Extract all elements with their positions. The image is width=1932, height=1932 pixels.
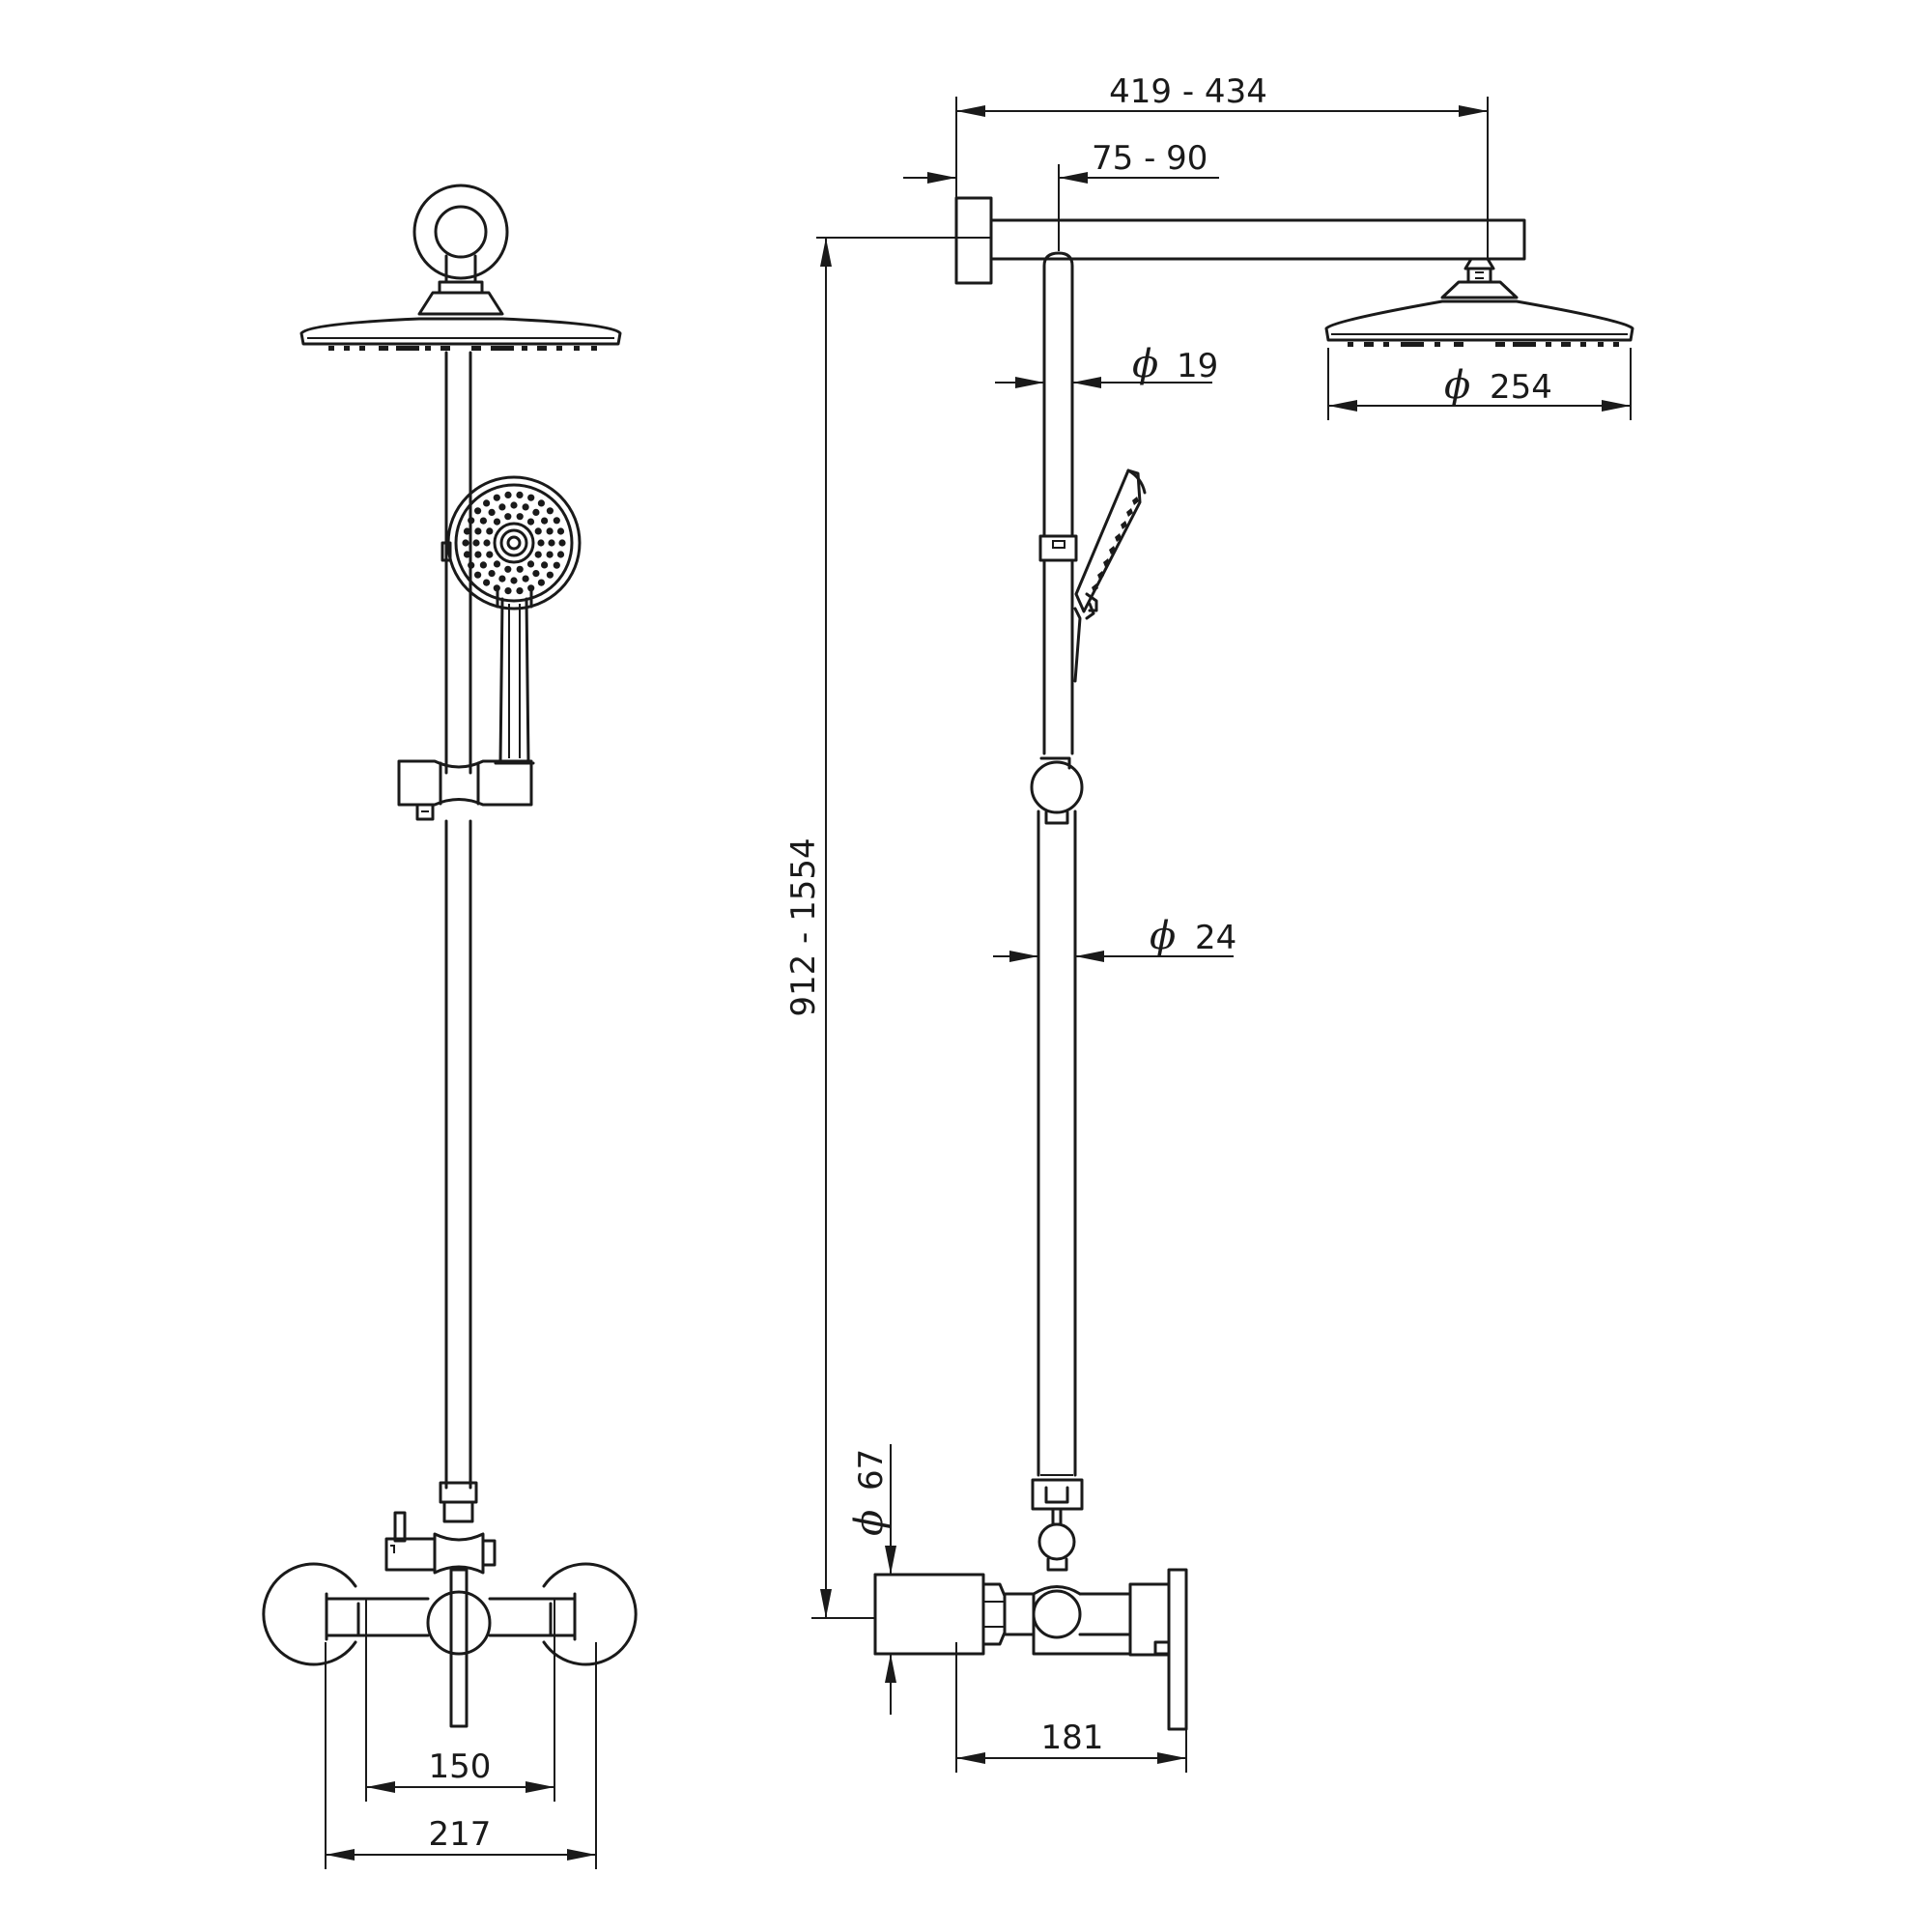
- nozzle: [479, 517, 487, 525]
- front-wall-bracket: [412, 184, 509, 295]
- nozzle: [546, 507, 554, 515]
- upper-pipe-diameter-label: 19: [1177, 347, 1218, 385]
- nozzle: [522, 503, 529, 511]
- nozzle: [558, 539, 566, 547]
- side-upper-clip: [1038, 534, 1078, 562]
- head-diameter-label: 254: [1490, 368, 1552, 407]
- nozzle: [553, 561, 560, 569]
- nozzle: [504, 513, 512, 521]
- nozzle: [541, 561, 549, 569]
- nozzle: [474, 507, 482, 515]
- nozzle: [556, 527, 565, 535]
- nozzle: [486, 527, 494, 535]
- nozzle: [546, 527, 554, 535]
- nozzle: [534, 551, 542, 558]
- nozzle: [516, 491, 524, 498]
- side-shower-arm: [954, 196, 1526, 285]
- nozzle: [493, 560, 501, 568]
- nozzle: [504, 587, 512, 595]
- nozzle: [516, 565, 524, 573]
- mixer-width-label: 217: [429, 1815, 492, 1854]
- nozzle: [546, 571, 554, 579]
- nozzle: [537, 579, 546, 586]
- side-mixer-body: [873, 1568, 1188, 1731]
- nozzle: [472, 539, 480, 547]
- side-view: [873, 196, 1634, 1731]
- nozzle: [526, 560, 535, 568]
- nozzle: [493, 494, 500, 501]
- nozzle: [474, 527, 482, 535]
- side-hand-shower: [1073, 469, 1147, 683]
- nozzle: [556, 551, 565, 558]
- dimension-lines: [325, 97, 1632, 1869]
- nozzle: [498, 503, 506, 511]
- nozzle: [548, 539, 555, 547]
- height-range-label: 912 - 1554: [784, 838, 823, 1016]
- nozzle: [483, 499, 491, 507]
- nozzle: [522, 575, 529, 582]
- nozzle: [546, 551, 554, 558]
- front-diverter: [384, 1511, 497, 1575]
- nozzle: [504, 491, 512, 498]
- lower-pipe-diameter-label: 24: [1195, 919, 1236, 957]
- hand-shower-nozzles: [462, 491, 566, 595]
- nozzle: [553, 517, 560, 525]
- front-riser-pipe: [444, 351, 472, 1490]
- nozzle: [510, 577, 518, 584]
- nozzle: [488, 508, 496, 517]
- front-hand-shower: [440, 475, 582, 765]
- nozzle: [516, 513, 524, 521]
- flange-diameter-label: 67: [852, 1449, 891, 1491]
- side-riser-pipe: [1037, 251, 1077, 1477]
- nozzle: [532, 570, 540, 578]
- nozzle: [534, 527, 542, 535]
- nozzle: [537, 499, 546, 507]
- nozzle: [504, 565, 512, 573]
- nozzle: [468, 517, 475, 525]
- nozzle: [468, 561, 475, 569]
- front-mixer-body: [262, 1562, 638, 1728]
- lower-pipe-diameter-symbol: ϕ: [1150, 914, 1176, 958]
- nozzle: [462, 539, 469, 547]
- nozzle: [463, 527, 471, 535]
- mixer-depth-label: 181: [1041, 1719, 1104, 1757]
- side-overhead-shower-head: [1324, 257, 1634, 347]
- nozzle: [526, 518, 535, 526]
- nozzle: [488, 570, 496, 578]
- arm-length-label: 419 - 434: [1109, 72, 1267, 111]
- arm-offset-label: 75 - 90: [1092, 139, 1208, 178]
- nozzle: [541, 517, 549, 525]
- dimension-labels: 419 - 434 75 - 90 912 - 1554 ϕ 19 ϕ 24 ϕ…: [429, 72, 1552, 1854]
- side-lower-connector: [1031, 1478, 1084, 1572]
- nozzle: [493, 584, 500, 592]
- inlet-spacing-label: 150: [429, 1747, 492, 1786]
- nozzle: [474, 571, 482, 579]
- nozzle: [498, 575, 506, 582]
- nozzle: [486, 551, 494, 558]
- nozzle: [516, 587, 524, 595]
- nozzle: [483, 539, 491, 547]
- nozzle: [527, 584, 535, 592]
- nozzle: [479, 561, 487, 569]
- flange-diameter-symbol: ϕ: [847, 1510, 892, 1536]
- front-pipe-connector: [439, 1481, 478, 1523]
- front-overhead-shower-head: [299, 291, 622, 351]
- nozzle: [532, 508, 540, 517]
- front-slider: [397, 759, 533, 821]
- front-view: [262, 184, 638, 1728]
- upper-pipe-diameter-symbol: ϕ: [1132, 342, 1158, 386]
- side-slider-knob: [1030, 756, 1084, 825]
- nozzle: [474, 551, 482, 558]
- nozzle: [493, 518, 501, 526]
- nozzle: [483, 579, 491, 586]
- nozzle: [463, 551, 471, 558]
- head-diameter-symbol: ϕ: [1444, 363, 1470, 408]
- nozzle: [527, 494, 535, 501]
- nozzle: [510, 501, 518, 509]
- nozzle: [537, 539, 545, 547]
